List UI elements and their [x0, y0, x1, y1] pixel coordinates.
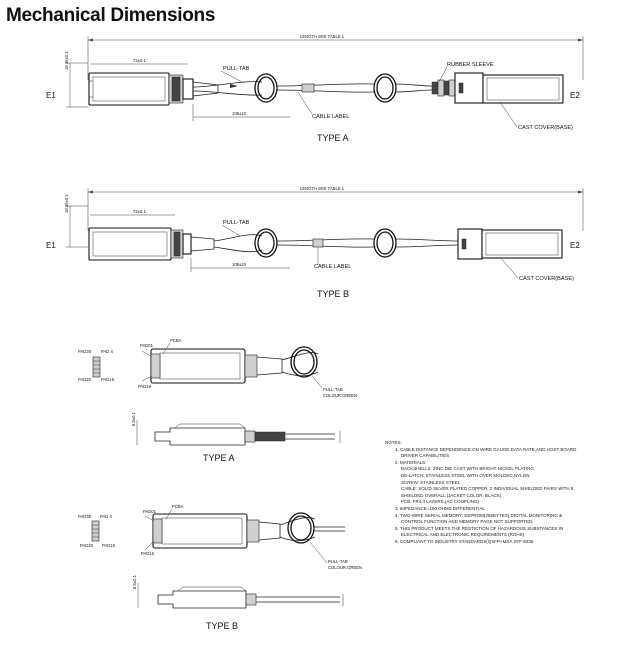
pad20-label-b: PAD20: [80, 543, 94, 548]
pad01-label-a: PAD01: [140, 343, 154, 348]
side-height-label-a: 8.5±0.1: [131, 411, 136, 426]
type-b-detail: PAD38 PAD 4 PAD20 PAD19 PAD01 PCBA PAD19…: [78, 504, 362, 631]
note-3: 3. IMPEDANCE=100 OHMS DIFFERENTIAL: [395, 505, 485, 511]
pull-tab-a: [192, 73, 397, 103]
cable-length-label-b: 108±10: [232, 262, 247, 267]
pad-view-a: PAD38 PAD 4 PAD20 PAD19: [78, 349, 115, 382]
length-label-a: LENGTH SEE TABLE 1: [300, 34, 345, 39]
note-2f: PCB: FR4,4 LAYERS,(AC COUPLING): [401, 499, 479, 505]
pad20-label-a: PAD20: [78, 377, 92, 382]
height-label-b: 18.35±0.1: [64, 194, 69, 213]
rubber-sleeve-label: RUBBER SLEEVE: [447, 62, 494, 68]
type-a-detail-caption: TYPE A: [203, 453, 235, 463]
pad19-small-label-a: PAD19: [101, 377, 115, 382]
note-1: 1. CABLE DISTANCE DEPENDENCE ON WIRE GAU…: [395, 446, 577, 452]
pad4-label-a: PAD 4: [101, 349, 113, 354]
pad01-label-b: PAD01: [143, 509, 157, 514]
pad19-label-a: PAD19: [138, 384, 152, 389]
length-dimension-b: LENGTH SEE TABLE 1: [87, 186, 584, 231]
e1-connector-a: [88, 72, 219, 106]
pad38-label-a: PAD38: [78, 349, 92, 354]
colour-green-label-b: COLOUR:GREEN: [328, 565, 362, 570]
note-4: 4. TWO-WIRE SERIAL MEMORY: EEPROM(256BYT…: [395, 512, 563, 518]
length-label-b: LENGTH SEE TABLE 1: [300, 186, 345, 191]
note-2a: BACKSHELLS: ZINC DIE CAST WITH BRIGHT NI…: [401, 466, 534, 472]
type-a-caption: TYPE A: [317, 133, 349, 143]
pcba-label-a: PCBA: [170, 338, 182, 343]
note-4b: CONTROL FUNCTION AND MEMORY PAGE NOT SUP…: [401, 519, 534, 525]
e1-connector-b: [88, 227, 215, 261]
note-6: 6. COMPLIANT TO INDUSTRY STANDARDS(QSFP+…: [395, 538, 534, 544]
cast-cover-label-b: CAST COVER(BASE): [519, 276, 574, 282]
e2-connector-a: [431, 72, 564, 104]
height-dimension-b: 18.35±0.1: [64, 194, 88, 248]
note-1b: DRIVER CAPABILITIES: [401, 453, 450, 459]
note-2c: SCREW: STAINLESS STEEL: [401, 479, 461, 485]
e2-label-a: E2: [570, 91, 580, 100]
note-2e: SHIELDED OVERALL (JACKET COLOR: BLACK): [401, 492, 502, 498]
type-a-assembly: LENGTH SEE TABLE 1 18.35±0.1 72±0.1: [46, 34, 584, 143]
type-b-detail-caption: TYPE B: [206, 621, 238, 631]
note-2: 2. MATERIALS:: [395, 459, 427, 465]
connector-length-label-b: 72±0.1: [133, 209, 146, 214]
pad19-small-label-b: PAD19: [102, 543, 116, 548]
pad38-label-b: PAD38: [78, 514, 92, 519]
side-height-label-b: 8.5±0.1: [132, 574, 137, 589]
note-5: 5. THIS PRODUCT MEETS THE RESTICTION OF …: [395, 525, 564, 531]
height-dimension-a: 18.35±0.1: [64, 51, 88, 108]
notes-block: NOTES: 1. CABLE DISTANCE DEPENDENCE ON W…: [385, 440, 615, 546]
note-5b: ELECTRICAL AND ELECTRONIC REQUIREMENTS (…: [401, 532, 525, 538]
pull-tab-label-b: PULL-TAB: [223, 220, 250, 226]
e1-label-b: E1: [46, 241, 56, 250]
connector-length-dimension-a: 72±0.1: [90, 58, 188, 65]
pad19-label-b: PAD19: [141, 551, 155, 556]
type-b-caption: TYPE B: [317, 289, 349, 299]
cable-b: [276, 238, 459, 248]
cable-a: [276, 83, 433, 93]
type-b-assembly: LENGTH SEE TABLE 1 18.35±0.1 72±0.1: [46, 186, 584, 299]
length-dimension-a: LENGTH SEE TABLE 1: [87, 34, 584, 80]
colour-green-label-a: COLOUR:GREEN: [323, 393, 357, 398]
e2-connector-b: [457, 228, 563, 260]
note-2b: DE-LATCH: STAINLESS STEEL WITH OVER MOLD…: [401, 472, 530, 478]
e2-label-b: E2: [570, 241, 580, 250]
pull-tab-colour-label-b: PULL-TAB: [328, 559, 348, 564]
pull-tab-label-a: PULL-TAB: [223, 66, 250, 72]
cast-cover-label-a: CAST COVER(BASE): [518, 125, 573, 131]
cable-label-a: CABLE LABEL: [312, 114, 349, 120]
cable-length-dimension-a: 108±10: [192, 104, 290, 121]
connector-length-dimension-b: 72±0.1: [90, 209, 175, 216]
pull-tab-colour-label-a: PULL-TAB: [323, 387, 343, 392]
notes-heading: NOTES:: [385, 440, 402, 445]
pad-view-b: PAD38 PAD 4 PAD20 PAD19: [78, 514, 116, 548]
page-title: Mechanical Dimensions: [6, 5, 216, 26]
e1-label-a: E1: [46, 91, 56, 100]
connector-length-label-a: 72±0.1: [133, 58, 146, 63]
pcba-label-b: PCBA: [172, 504, 184, 509]
cable-label-b: CABLE LABEL: [314, 264, 351, 270]
type-a-detail: PAD38 PAD 4 PAD20 PAD19 PAD01 PCBA PAD19…: [78, 338, 357, 463]
pull-tab-b: [213, 228, 397, 258]
cable-length-dimension-b: 108±10: [190, 258, 290, 272]
note-2d: CABLE: SOLID SILVER PLATED COPPER, 2 IND…: [401, 486, 574, 492]
pad4-label-b: PAD 4: [100, 514, 112, 519]
height-label-a: 18.35±0.1: [64, 51, 69, 70]
cable-length-label-a: 108±10: [232, 111, 247, 116]
